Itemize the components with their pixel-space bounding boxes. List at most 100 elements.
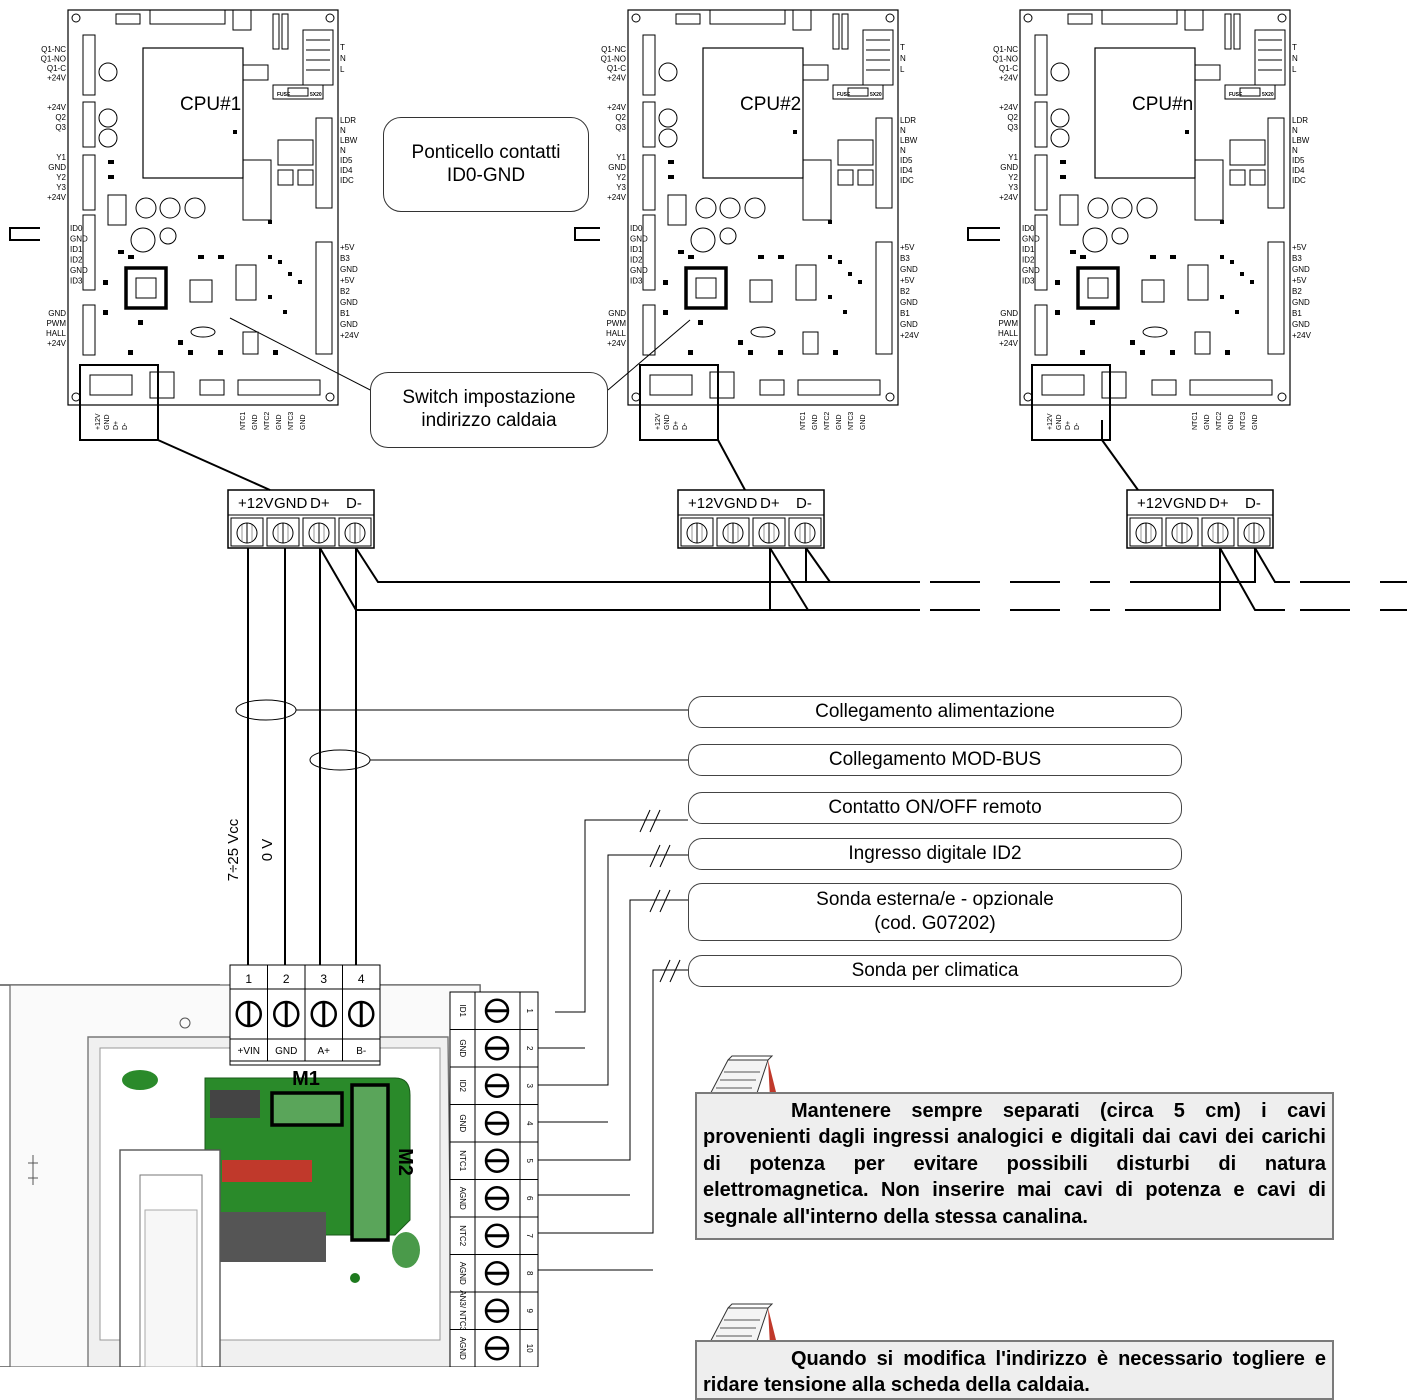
pin-label: B1	[900, 309, 910, 318]
pin-label: NTC2	[824, 412, 831, 430]
pin-label: Y3	[616, 183, 626, 192]
pin-label: Y2	[616, 173, 626, 182]
terminal-label: A+	[317, 1046, 330, 1057]
pin-label: +24V	[607, 103, 627, 112]
pin-label: ID5	[1292, 156, 1305, 165]
pin-label: PWM	[606, 319, 626, 328]
pin-label: +5V	[340, 276, 355, 285]
terminal-number: 1	[245, 972, 252, 986]
screw-icon	[1135, 522, 1157, 544]
wiring-diagram: CPU#1FUSE5X20Q1-NCQ1-NOQ1-C+24V+24VQ2Q3Y…	[0, 8, 1407, 1367]
terminal-label: GND	[724, 495, 758, 512]
pin-label: Q3	[1007, 123, 1018, 132]
pin-label: Y1	[56, 153, 66, 162]
terminal-number: 9	[525, 1309, 534, 1314]
pin-label: ID1	[70, 245, 83, 254]
pin-label: NTC3	[288, 412, 295, 430]
terminal-label: AGND	[458, 1337, 467, 1360]
pin-label: T	[900, 43, 905, 52]
terminal-label: D-	[796, 495, 812, 512]
terminal-number: 6	[525, 1196, 534, 1201]
pin-label: PWM	[998, 319, 1018, 328]
pin-label: +24V	[47, 74, 67, 83]
m2-label: M2	[394, 1148, 416, 1176]
pin-label: ID5	[340, 156, 353, 165]
pin-label: Q2	[55, 113, 66, 122]
terminal-label: D-	[346, 495, 362, 512]
pin-label: Y1	[1008, 153, 1018, 162]
pin-label: N	[900, 54, 906, 63]
fuse-label: FUSE	[837, 92, 851, 98]
screw-icon	[272, 522, 294, 544]
pin-label: LDR	[340, 116, 356, 125]
pin-label: Y1	[616, 153, 626, 162]
pin-label: +24V	[47, 103, 67, 112]
terminal-label: AN3/ NTC3	[458, 1290, 467, 1331]
terminal-label: AGND	[458, 1262, 467, 1285]
pin-label: N	[1292, 54, 1298, 63]
terminal-label: +12V	[1137, 495, 1172, 512]
pin-label: +24V	[999, 339, 1019, 348]
screw-icon	[344, 522, 366, 544]
terminal-number: 2	[283, 972, 290, 986]
pin-label: D+	[113, 421, 120, 430]
caption-modbus: Collegamento MOD-BUS	[688, 744, 1182, 776]
terminal-label: D+	[310, 495, 330, 512]
caption-remote-onoff: Contatto ON/OFF remoto	[688, 792, 1182, 824]
pin-label: LBW	[1292, 136, 1310, 145]
screw-icon	[308, 522, 330, 544]
pin-label: GND	[1022, 235, 1040, 244]
pin-label: GND	[1252, 414, 1259, 430]
terminal-label: GND	[1173, 495, 1207, 512]
terminal-number: 8	[525, 1271, 534, 1276]
terminal-label: +12V	[238, 495, 273, 512]
pin-label: IDC	[1292, 176, 1306, 185]
pin-label: GND	[900, 298, 918, 307]
terminal-number: 5	[525, 1159, 534, 1164]
terminal-label: NTC2	[458, 1225, 467, 1246]
pin-label: D-	[122, 422, 129, 430]
pin-label: +5V	[1292, 243, 1307, 252]
pin-label: PWM	[46, 319, 66, 328]
pin-label: LDR	[900, 116, 916, 125]
terminal-label: GND	[458, 1114, 467, 1132]
pin-label: Q1-NO	[993, 55, 1018, 64]
pin-label: GND	[608, 309, 626, 318]
pin-label: ID0	[1022, 224, 1035, 233]
pin-label: +24V	[607, 339, 627, 348]
pin-label: NTC3	[848, 412, 855, 430]
screw-icon	[686, 522, 708, 544]
pin-label: Q3	[55, 123, 66, 132]
pin-label: GND	[252, 414, 259, 430]
address-change-note: Quando si modifica l'indirizzo è necessa…	[695, 1340, 1334, 1400]
screw-icon	[722, 522, 744, 544]
pin-label: D-	[1074, 422, 1081, 430]
screw-icon	[1207, 522, 1229, 544]
pin-label: GND	[104, 414, 111, 430]
pin-label: GND	[900, 265, 918, 274]
pin-label: B2	[900, 287, 910, 296]
pin-label: NTC1	[240, 412, 247, 430]
fuse-label: FUSE	[1229, 92, 1243, 98]
pin-label: Q1-NC	[601, 45, 626, 54]
pin-label: N	[900, 146, 906, 155]
pin-label: B3	[1292, 254, 1302, 263]
pin-label: GND	[836, 414, 843, 430]
pin-label: GND	[1292, 320, 1310, 329]
pin-label: GND	[1022, 266, 1040, 275]
pin-label: ID1	[630, 245, 643, 254]
pin-label: GND	[340, 265, 358, 274]
pin-label: Q1-NO	[41, 55, 66, 64]
pin-label: N	[1292, 126, 1298, 135]
pin-label: +24V	[999, 74, 1019, 83]
pin-label: GND	[630, 266, 648, 275]
pin-label: ID3	[630, 277, 643, 286]
pin-label: ID2	[70, 256, 83, 265]
terminal-label: GND	[275, 1046, 297, 1057]
pin-label: GND	[860, 414, 867, 430]
fuse-size-label: 5X20	[310, 92, 322, 98]
